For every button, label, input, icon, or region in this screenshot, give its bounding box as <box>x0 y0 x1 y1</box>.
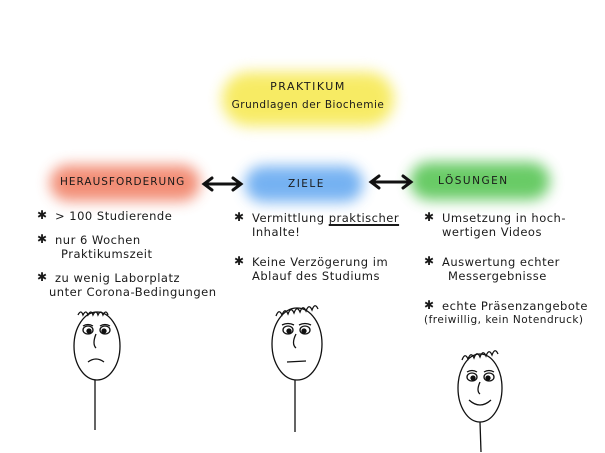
header: PRAKTIKUM Grundlagen der Biochemie <box>222 80 394 111</box>
list-item: ✱ zu wenig Laborplatz unter Corona-Bedin… <box>37 270 217 299</box>
ziele-list: ✱ Vermittlung praktischer Inhalte! ✱ Kei… <box>234 210 400 293</box>
title-highlight <box>222 72 394 126</box>
bullet-star-icon: ✱ <box>234 210 245 224</box>
bullet-star-icon: ✱ <box>424 298 435 312</box>
page-subtitle: Grundlagen der Biochemie <box>231 99 385 111</box>
list-item: ✱ Auswertung echter Messergebnisse <box>424 254 560 283</box>
list-item: ✱ echte Präsenzangebote (freiwillig, kei… <box>424 298 588 326</box>
list-item: ✱ Vermittlung praktischer Inhalte! <box>234 210 400 239</box>
herausforderung-highlight <box>50 165 200 201</box>
herausforderung-list: ✱ > 100 Studierende ✱ nur 6 Wochen Prakt… <box>37 208 217 309</box>
page-title: PRAKTIKUM <box>270 80 346 93</box>
bullet-star-icon: ✱ <box>37 232 48 246</box>
loesungen-list: ✱ Umsetzung in hoch- wertigen Videos ✱ A… <box>424 210 588 337</box>
bullet-star-icon: ✱ <box>424 210 435 224</box>
double-arrow-icon <box>368 174 414 190</box>
heading-ziele: ZIELE <box>288 178 325 190</box>
list-item: ✱ Keine Verzögerung im Ablauf des Studiu… <box>234 254 389 283</box>
bullet-star-icon: ✱ <box>424 254 435 268</box>
neutral-face-icon <box>271 305 323 432</box>
bullet-star-icon: ✱ <box>234 254 245 268</box>
list-item: ✱ Umsetzung in hoch- wertigen Videos <box>424 210 566 239</box>
list-item: ✱ > 100 Studierende <box>37 208 173 223</box>
smiling-face-icon <box>457 350 503 453</box>
loesungen-highlight <box>410 162 550 200</box>
heading-loesungen: LÖSUNGEN <box>438 175 509 187</box>
list-item: ✱ nur 6 Wochen Praktikumszeit <box>37 232 153 261</box>
ziele-highlight <box>245 166 363 202</box>
heading-herausforderung: HERAUSFORDERUNG <box>60 176 186 188</box>
double-arrow-icon <box>201 176 244 192</box>
sad-face-icon <box>73 311 121 430</box>
bullet-star-icon: ✱ <box>37 208 48 222</box>
emphasis-underline: praktischer <box>328 211 400 225</box>
bullet-star-icon: ✱ <box>37 270 48 284</box>
